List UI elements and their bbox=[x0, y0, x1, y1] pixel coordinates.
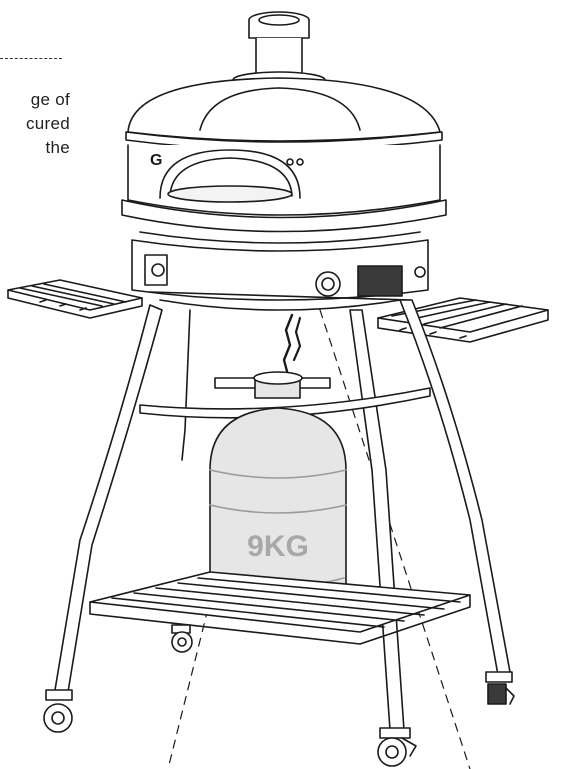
oven-base-band bbox=[131, 231, 429, 311]
wheel-front-left bbox=[43, 689, 73, 733]
lower-slatted-shelf bbox=[89, 571, 471, 645]
chimney bbox=[232, 11, 326, 89]
wheel-back-left bbox=[171, 624, 193, 653]
left-side-shelf bbox=[7, 279, 143, 319]
oven-dome bbox=[125, 77, 443, 151]
caster-wheels bbox=[43, 624, 515, 767]
caption-line-1: ge of bbox=[30, 90, 70, 109]
caption-line-2: cured bbox=[25, 114, 70, 133]
svg-text:G: G bbox=[150, 152, 162, 169]
tank-chain bbox=[282, 313, 302, 377]
cylinder-weight-label: 9KG bbox=[247, 530, 309, 563]
caption-line-3: the bbox=[45, 138, 70, 157]
dashed-rule bbox=[0, 58, 62, 59]
oven-body: G bbox=[121, 144, 447, 233]
wheel-front-right bbox=[377, 727, 417, 767]
wheel-back-right bbox=[485, 671, 515, 705]
